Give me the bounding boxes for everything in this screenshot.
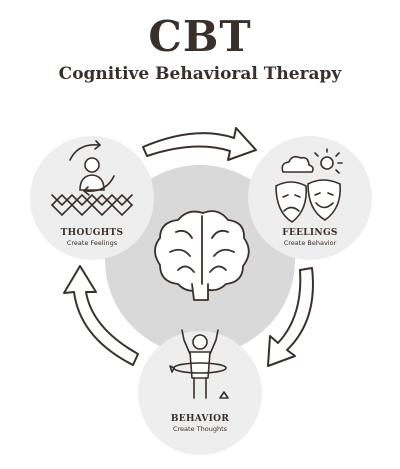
behavior-label: BEHAVIOR Create Thoughts [140, 414, 260, 433]
head-rotate-icon [51, 140, 133, 217]
thoughts-subtitle: Create Feelings [66, 239, 118, 247]
behavior-title: BEHAVIOR [170, 414, 230, 424]
behavior-circle [138, 331, 262, 455]
thoughts-circle [30, 136, 154, 260]
arrow-thoughts-to-feelings-icon [142, 127, 257, 161]
arrow-behavior-to-thoughts-icon [63, 265, 139, 366]
brain-icon [154, 210, 250, 301]
behavior-subtitle: Create Thoughts [172, 425, 228, 433]
feelings-subtitle: Create Behavior [283, 239, 337, 247]
feelings-title: FEELINGS [282, 228, 338, 238]
person-exercise-icon [169, 329, 229, 399]
thoughts-label: THOUGHTS Create Feelings [32, 228, 152, 247]
theatre-masks-icon [275, 148, 343, 223]
feelings-label: FEELINGS Create Behavior [250, 228, 370, 247]
arrow-feelings-to-behavior-icon [267, 267, 314, 367]
thoughts-title: THOUGHTS [60, 228, 124, 238]
page-subtitle: Cognitive Behavioral Therapy [58, 64, 342, 84]
page-title: CBT [148, 12, 252, 61]
